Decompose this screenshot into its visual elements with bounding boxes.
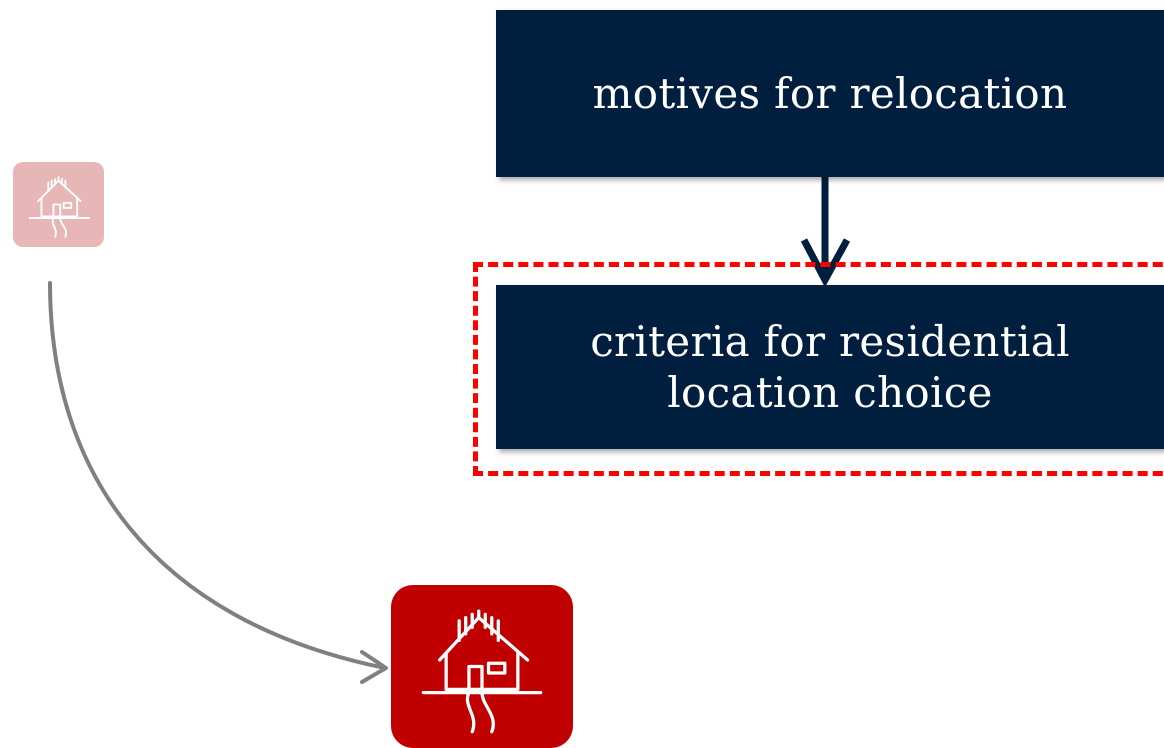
curved-arrow-head xyxy=(360,650,388,684)
house-tile-large xyxy=(391,585,573,748)
curved-arrow-line xyxy=(48,281,387,670)
motives-box: motives for relocation xyxy=(496,10,1164,177)
criteria-box: criteria for residential location choice xyxy=(496,285,1164,449)
flow-arrow-head xyxy=(800,238,851,288)
house-icon xyxy=(28,176,91,238)
house-tile-small xyxy=(13,162,104,247)
motives-box-label: motives for relocation xyxy=(592,68,1068,118)
dashed-highlight-frame xyxy=(473,262,1164,476)
house-icon xyxy=(421,609,543,734)
criteria-box-label: criteria for residential location choice xyxy=(590,316,1070,417)
